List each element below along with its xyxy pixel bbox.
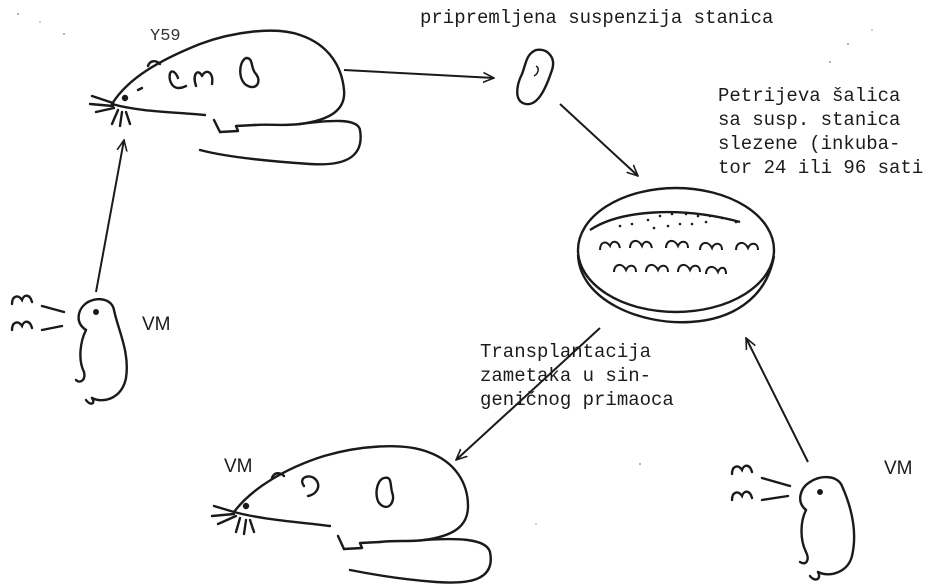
- petri-dish: [578, 188, 774, 322]
- petri-caption-line-2: sa susp. stanica: [718, 108, 923, 132]
- petri-caption-line-1: Petrijeva šalica: [718, 84, 923, 108]
- vm-label-right: VM: [884, 458, 913, 479]
- petri-caption-line-4: tor 24 ili 96 sati: [718, 156, 923, 180]
- arrow-donor-to-suspension: [344, 70, 494, 78]
- recipient-rat-illustration: [212, 446, 491, 582]
- arrow-suspension-to-petri: [560, 104, 638, 176]
- arrow-embryo-to-donor: [96, 140, 124, 292]
- petri-dish-embryos: [600, 241, 758, 274]
- donor-rat-illustration: [90, 31, 361, 165]
- suspension-label: pripremljena suspenzija stanica: [420, 6, 773, 30]
- transplant-caption-line-2: zametaka u sin-: [480, 364, 674, 388]
- left-embryo-illustration: [12, 296, 127, 404]
- vm-label-recipient: VM: [224, 456, 253, 477]
- transplant-caption: Transplantacija zametaka u sin- geničnog…: [480, 340, 674, 412]
- cell-suspension-icon: [517, 50, 553, 104]
- vm-label-top: VM: [142, 314, 171, 335]
- transplant-caption-line-3: geničnog primaoca: [480, 388, 674, 412]
- transplant-caption-line-1: Transplantacija: [480, 340, 674, 364]
- petri-caption: Petrijeva šalica sa susp. stanica slezen…: [718, 84, 923, 180]
- donor-label: Y59: [150, 27, 181, 46]
- right-embryo-illustration: [732, 466, 854, 580]
- petri-caption-line-3: slezene (inkuba-: [718, 132, 923, 156]
- arrow-embryo-to-petri: [746, 338, 808, 462]
